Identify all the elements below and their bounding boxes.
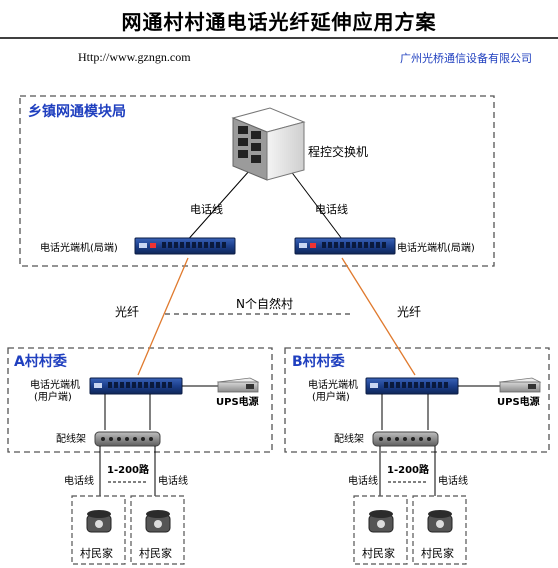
village-b-label: B村村委 (292, 354, 345, 370)
village-a-terminal-icon (89, 377, 183, 395)
page-title: 网通村村通电话光纤延伸应用方案 (121, 10, 437, 34)
village-b-patch-label: 配线架 (334, 434, 364, 445)
fiber-line-left (137, 257, 189, 376)
village-a-home-left-label: 村民家 (80, 547, 113, 560)
central-office-box (19, 95, 495, 267)
village-b-home-left-label: 村民家 (362, 547, 395, 560)
village-b-line-left-label: 电话线 (348, 476, 378, 487)
village-a-line-right-label: 电话线 (158, 476, 188, 487)
co-terminal-left-icon (134, 237, 236, 255)
village-b-ups-label: UPS电源 (497, 397, 540, 408)
village-b-terminal-label: 电话光端机 (308, 380, 358, 391)
village-b-patch-panel-icon (372, 431, 439, 447)
village-b-home-right-box (412, 495, 467, 565)
village-a-ups-label: UPS电源 (216, 397, 259, 408)
villages-note: N个自然村 (236, 297, 293, 311)
village-a-phone-left-icon (86, 510, 112, 533)
village-b-phone-left-icon (368, 510, 394, 533)
co-terminal-right-label: 电话光端机(局端) (397, 243, 475, 254)
fiber-left-label: 光纤 (115, 305, 140, 319)
village-b-terminal-sublabel: (用户端) (312, 392, 350, 403)
website-url[interactable]: Http://www.gzngn.com (78, 50, 191, 64)
phone-line-right-label: 电话线 (315, 203, 348, 216)
village-b-terminal-icon (365, 377, 459, 395)
central-office-label: 乡镇网通模块局 (28, 104, 126, 120)
village-a-patch-label: 配线架 (56, 434, 86, 445)
village-a-box (7, 347, 273, 453)
village-b-ups-icon (498, 377, 542, 393)
fiber-right-label: 光纤 (397, 305, 422, 319)
village-b-phone-right-icon (427, 510, 453, 533)
village-b-line-right-label: 电话线 (438, 476, 468, 487)
village-a-home-left-box (71, 495, 126, 565)
village-a-terminal-sublabel: (用户端) (34, 392, 72, 403)
village-b-range-label: 1-200路 (387, 465, 429, 476)
phone-line-right (289, 169, 346, 244)
village-a-home-right-label: 村民家 (139, 547, 172, 560)
phone-line-left-label: 电话线 (190, 203, 223, 216)
village-a-range-label: 1-200路 (107, 465, 149, 476)
village-b-box (284, 347, 550, 453)
co-terminal-left-label: 电话光端机(局端) (40, 243, 118, 254)
fiber-line-right (341, 257, 416, 376)
company-name: 广州光桥通信设备有限公司 (400, 52, 532, 65)
village-a-phone-right-icon (145, 510, 171, 533)
phone-line-left (184, 169, 251, 244)
village-a-line-left-label: 电话线 (64, 476, 94, 487)
village-b-home-left-box (353, 495, 408, 565)
village-b-home-right-label: 村民家 (421, 547, 454, 560)
co-terminal-right-icon (294, 237, 396, 255)
village-a-ups-icon (216, 377, 260, 393)
village-a-patch-panel-icon (94, 431, 161, 447)
village-a-label: A村村委 (14, 354, 67, 370)
village-a-terminal-label: 电话光端机 (30, 380, 80, 391)
exchange-icon (231, 107, 306, 181)
village-a-home-right-box (130, 495, 185, 565)
exchange-label: 程控交换机 (308, 145, 369, 159)
